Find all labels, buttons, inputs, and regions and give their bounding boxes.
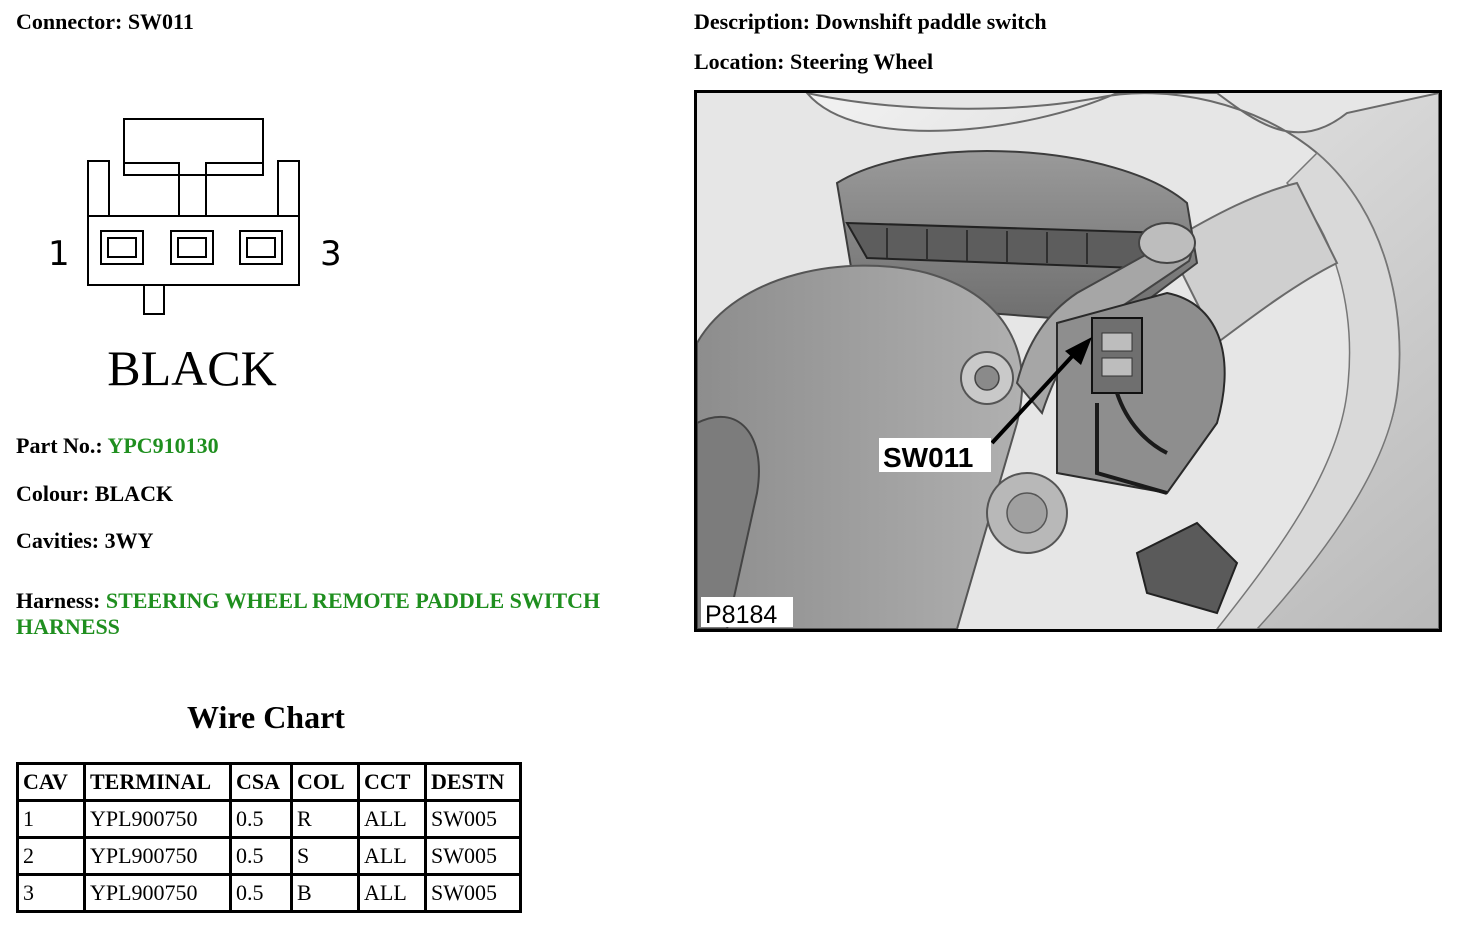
part-number-field: Part No.: YPC910130 (16, 433, 219, 459)
harness-link[interactable]: STEERING WHEEL REMOTE PADDLE SWITCH HARN… (16, 588, 601, 639)
cell-col: B (290, 873, 360, 913)
cell-cct: ALL (357, 836, 427, 876)
cavities-value: 3WY (104, 528, 154, 553)
cell-destn: SW005 (424, 836, 522, 876)
cell-cct: ALL (357, 873, 427, 913)
harness-field: Harness: STEERING WHEEL REMOTE PADDLE SW… (16, 588, 676, 640)
description-field: Description: Downshift paddle switch (694, 9, 1047, 35)
location-field: Location: Steering Wheel (694, 49, 933, 75)
cell-terminal: YPL900750 (83, 873, 232, 913)
wire-chart-title: Wire Chart (187, 699, 345, 735)
col-header-cct: CCT (357, 762, 427, 802)
table-row: 3 YPL900750 0.5 B ALL SW005 (16, 873, 522, 913)
connector-field: Connector: SW011 (16, 9, 194, 35)
colour-field: Colour: BLACK (16, 481, 173, 507)
cell-cct: ALL (357, 799, 427, 839)
pin-1-label: 1 (48, 234, 70, 274)
cell-csa: 0.5 (229, 799, 293, 839)
cell-cav: 3 (16, 873, 86, 913)
cell-terminal: YPL900750 (83, 836, 232, 876)
callout-label: SW011 (883, 442, 973, 473)
harness-label: Harness: (16, 588, 101, 613)
connector-colour-caption: BLACK (107, 340, 276, 396)
table-row: 2 YPL900750 0.5 S ALL SW005 (16, 836, 522, 876)
cell-col: R (290, 799, 360, 839)
cell-col: S (290, 836, 360, 876)
connector-value: SW011 (127, 9, 194, 34)
colour-label: Colour: (16, 481, 90, 506)
cell-cav: 1 (16, 799, 86, 839)
location-illustration: SW011 P8184 (694, 90, 1442, 632)
part-number-link[interactable]: YPC910130 (107, 433, 219, 458)
colour-value: BLACK (94, 481, 174, 506)
callout-arrowhead (1065, 337, 1092, 365)
part-number-label: Part No.: (16, 433, 103, 458)
col-header-cav: CAV (16, 762, 86, 802)
cavities-field: Cavities: 3WY (16, 528, 153, 554)
wire-chart-table: CAV TERMINAL CSA COL CCT DESTN 1 YPL9007… (16, 762, 522, 913)
description-value: Downshift paddle switch (815, 9, 1047, 34)
table-row: 1 YPL900750 0.5 R ALL SW005 (16, 799, 522, 839)
cell-destn: SW005 (424, 799, 522, 839)
cavities-label: Cavities: (16, 528, 100, 553)
cell-csa: 0.5 (229, 836, 293, 876)
location-label: Location: (694, 49, 785, 74)
callout-arrow (990, 349, 1079, 445)
table-header-row: CAV TERMINAL CSA COL CCT DESTN (16, 762, 522, 802)
cell-csa: 0.5 (229, 873, 293, 913)
col-header-terminal: TERMINAL (83, 762, 232, 802)
steering-wheel-illustration: SW011 P8184 (697, 93, 1439, 629)
cell-cav: 2 (16, 836, 86, 876)
col-header-csa: CSA (229, 762, 293, 802)
pin-3-label: 3 (320, 234, 342, 274)
location-value: Steering Wheel (789, 49, 934, 74)
description-label: Description: (694, 9, 811, 34)
col-header-destn: DESTN (424, 762, 522, 802)
figure-id: P8184 (705, 601, 777, 629)
col-header-col: COL (290, 762, 360, 802)
cell-terminal: YPL900750 (83, 799, 232, 839)
cell-destn: SW005 (424, 873, 522, 913)
connector-pinout-diagram: 1 3 BLACK (48, 118, 342, 396)
connector-label: Connector: (16, 9, 123, 34)
